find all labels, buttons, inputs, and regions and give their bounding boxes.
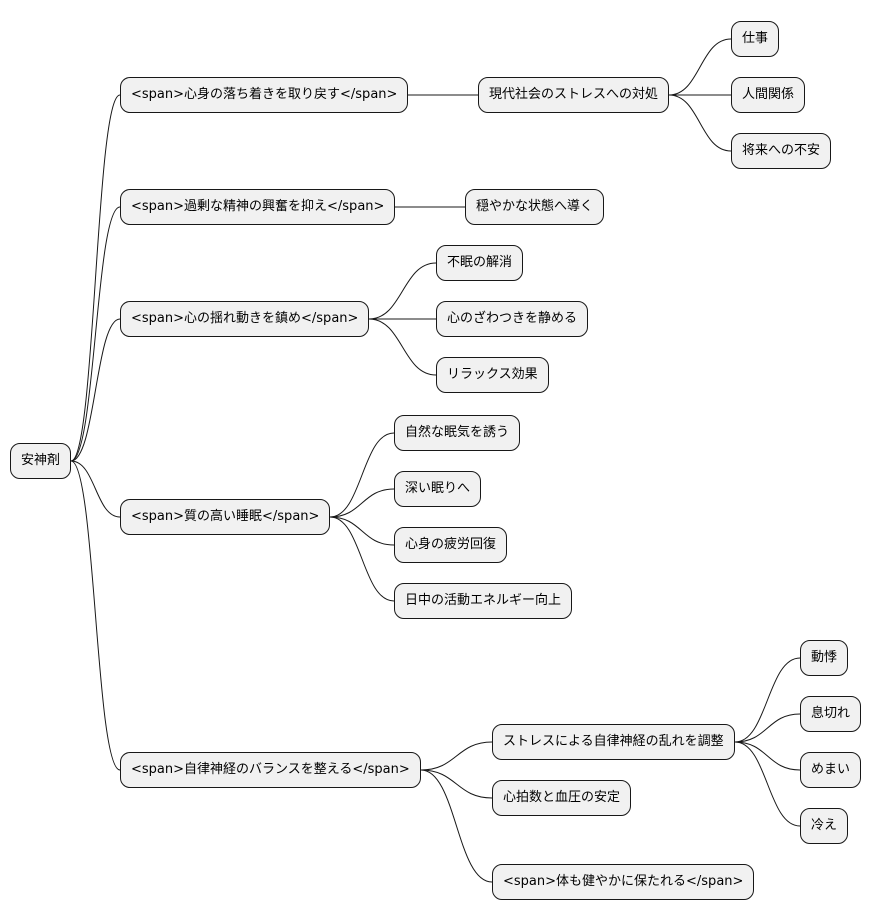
connector-line [368,262,437,320]
connector-line [329,516,395,546]
node-relax-effect[interactable]: リラックス効果 [436,357,549,393]
connector-line [70,94,121,462]
connector-line [70,318,121,462]
node-natural-drowsiness[interactable]: 自然な眠気を誘う [394,415,521,451]
node-relationships[interactable]: 人間関係 [731,77,806,113]
connector-line [329,432,395,518]
connector-line [420,769,493,883]
node-insomnia-relief[interactable]: 不眠の解消 [436,245,524,281]
branch-node-composure[interactable]: <span>心身の落ち着きを取り戻す</span> [120,77,409,113]
connector-line [329,488,395,518]
connector-line [368,318,437,376]
connector-line [734,741,801,827]
connector-line [420,741,493,771]
connector-line [734,713,801,743]
node-fatigue-recovery[interactable]: 心身の疲労回復 [394,527,508,563]
connector-line [70,460,121,771]
node-future-anxiety[interactable]: 将来への不安 [731,133,832,169]
node-body-healthy[interactable]: <span>体も健やかに保たれる</span> [492,864,755,900]
node-daytime-energy[interactable]: 日中の活動エネルギー向上 [394,583,573,619]
node-coldness[interactable]: 冷え [800,808,849,844]
node-autonomic-adjust[interactable]: ストレスによる自律神経の乱れを調整 [492,724,735,760]
node-dizziness[interactable]: めまい [800,752,862,788]
connector-line [734,741,801,771]
node-heart-bp-stable[interactable]: 心拍数と血圧の安定 [492,780,632,816]
connector-line [668,94,732,152]
connector-line [734,657,801,743]
connector-line [329,516,395,602]
connector-line [668,38,732,96]
branch-node-excitement[interactable]: <span>過剰な精神の興奮を抑え</span> [120,189,396,225]
node-modern-stress[interactable]: 現代社会のストレスへの対処 [478,77,670,113]
root-node[interactable]: 安神剤 [10,443,72,479]
node-calm-state[interactable]: 穏やかな状態へ導く [465,189,605,225]
connector-line [70,206,121,462]
node-shortness-of-breath[interactable]: 息切れ [800,696,862,732]
connector-line [420,769,493,799]
node-quiet-mind[interactable]: 心のざわつきを静める [436,301,589,337]
node-work[interactable]: 仕事 [731,21,780,57]
node-deep-sleep[interactable]: 深い眠りへ [394,471,482,507]
node-palpitations[interactable]: 動悸 [800,640,849,676]
branch-node-emotional-sway[interactable]: <span>心の揺れ動きを鎮め</span> [120,301,370,337]
connector-line [70,460,121,518]
branch-node-autonomic-balance[interactable]: <span>自律神経のバランスを整える</span> [120,752,421,788]
branch-node-quality-sleep[interactable]: <span>質の高い睡眠</span> [120,499,331,535]
